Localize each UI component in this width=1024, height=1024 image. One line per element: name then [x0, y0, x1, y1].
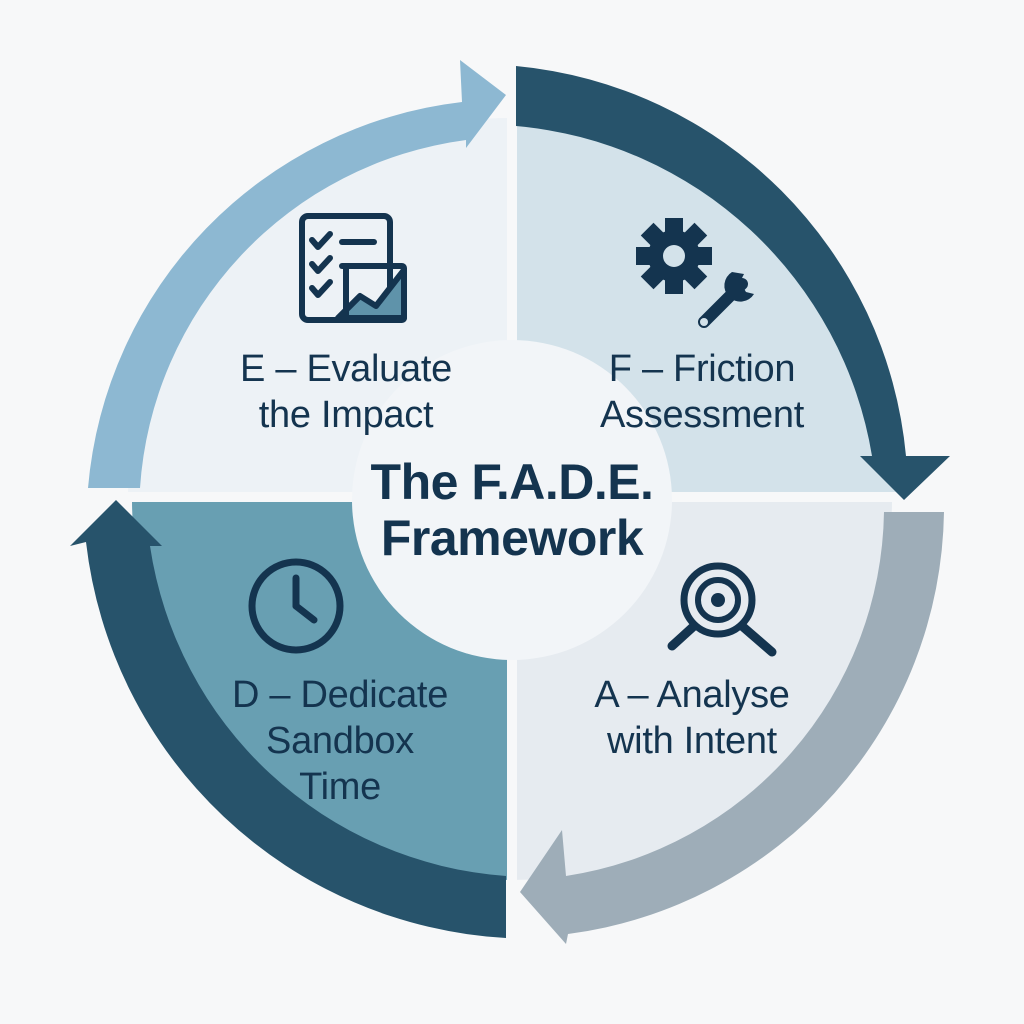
step-friction-line2: Assessment	[600, 394, 804, 436]
step-evaluate-line2: the Impact	[258, 394, 434, 436]
arrow-evaluate-to-friction	[88, 60, 506, 488]
arrow-dedicate-to-evaluate	[70, 500, 506, 938]
step-analyse-line1: A – Analyse	[594, 674, 790, 716]
step-evaluate-line1: E – Evaluate	[240, 348, 452, 390]
center-hub	[352, 340, 672, 660]
cycle-arrows	[70, 60, 950, 944]
step-dedicate-line2: Sandbox	[266, 720, 414, 762]
clock-icon	[248, 558, 344, 654]
gear-wrench-icon	[636, 218, 754, 328]
step-dedicate-label: D – Dedicate Sandbox Time	[190, 672, 490, 810]
framework-title-line1: The F.A.D.E.	[370, 454, 654, 510]
step-analyse-label: A – Analyse with Intent	[542, 672, 842, 764]
framework-title: The F.A.D.E. Framework	[312, 454, 712, 566]
step-friction-label: F – Friction Assessment	[552, 346, 852, 438]
arrow-friction-to-analyse	[516, 66, 950, 500]
target-magnifier-icon	[667, 562, 777, 657]
arrow-analyse-to-dedicate	[520, 512, 944, 944]
step-analyse-line2: with Intent	[607, 720, 777, 762]
step-friction-line1: F – Friction	[608, 348, 796, 390]
framework-title-line2: Framework	[380, 510, 644, 566]
step-evaluate-label: E – Evaluate the Impact	[196, 346, 496, 438]
step-dedicate-line3: Time	[299, 766, 381, 808]
checklist-chart-icon	[299, 213, 407, 323]
step-dedicate-line1: D – Dedicate	[231, 674, 449, 716]
